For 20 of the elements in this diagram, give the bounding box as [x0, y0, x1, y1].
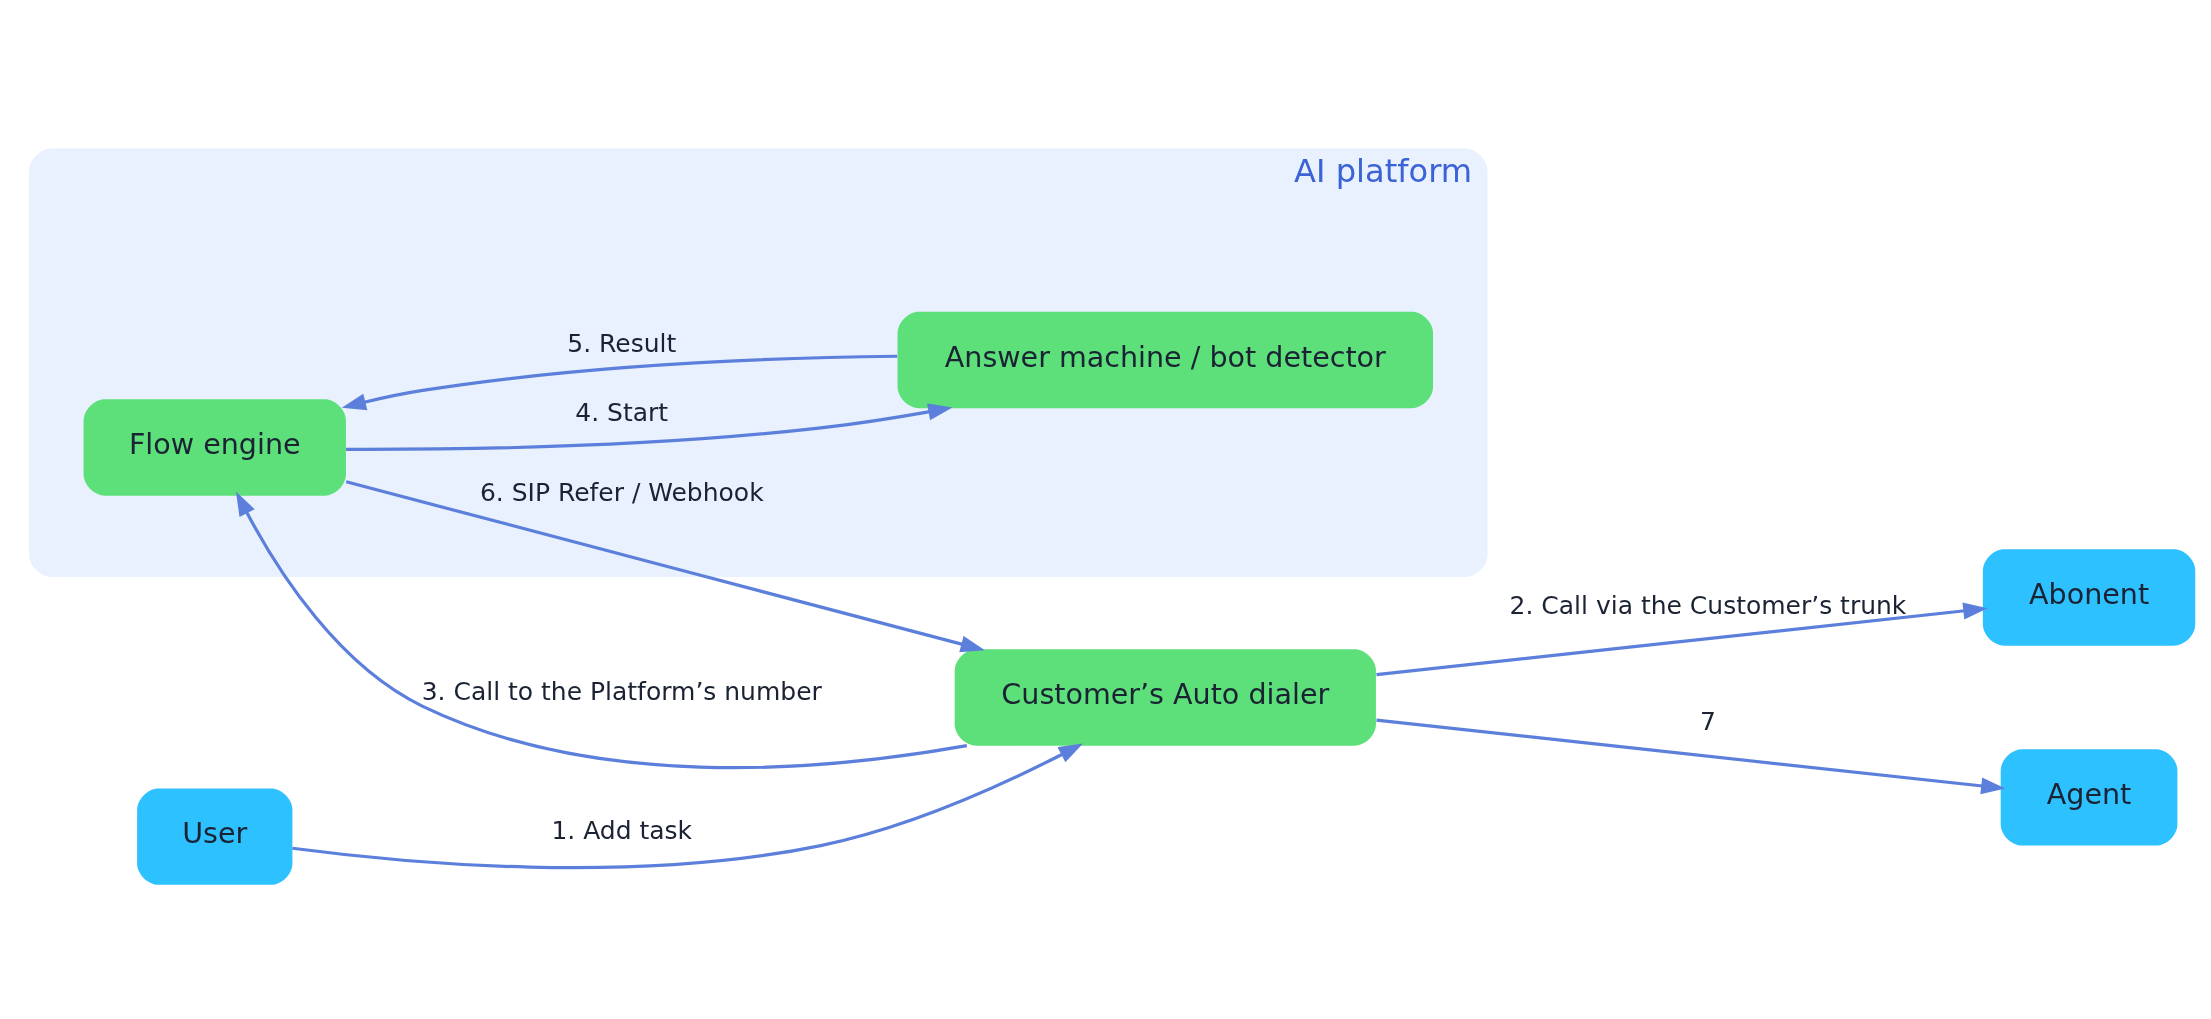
node-box: Customer’s Auto dialer — [954, 648, 1376, 746]
edge-label: 1. Add task — [551, 815, 693, 845]
arrow — [1376, 718, 2006, 794]
node-box: Abonent — [1982, 548, 2196, 646]
edge-label: 5. Result — [567, 327, 677, 357]
node-box: Flow engine — [83, 398, 346, 496]
node-box: User — [137, 787, 293, 885]
edge-label: 7 — [1700, 706, 1716, 736]
edge-label: 4. Start — [575, 397, 669, 427]
node-box: Agent — [2000, 748, 2178, 846]
arrow — [236, 490, 968, 769]
arrow — [341, 354, 898, 410]
arrow — [292, 743, 1084, 869]
node-box: Answer machine / bot detector — [897, 311, 1434, 408]
edge-label: 2. Call via the Customer’s trunk — [1509, 590, 1907, 620]
arrow — [345, 479, 985, 652]
edge-label: 6. SIP Refer / Webhook — [479, 477, 764, 507]
arrow — [346, 402, 953, 451]
arrow — [1376, 601, 1988, 676]
edge-label: 3. Call to the Platform’s number — [421, 676, 822, 706]
